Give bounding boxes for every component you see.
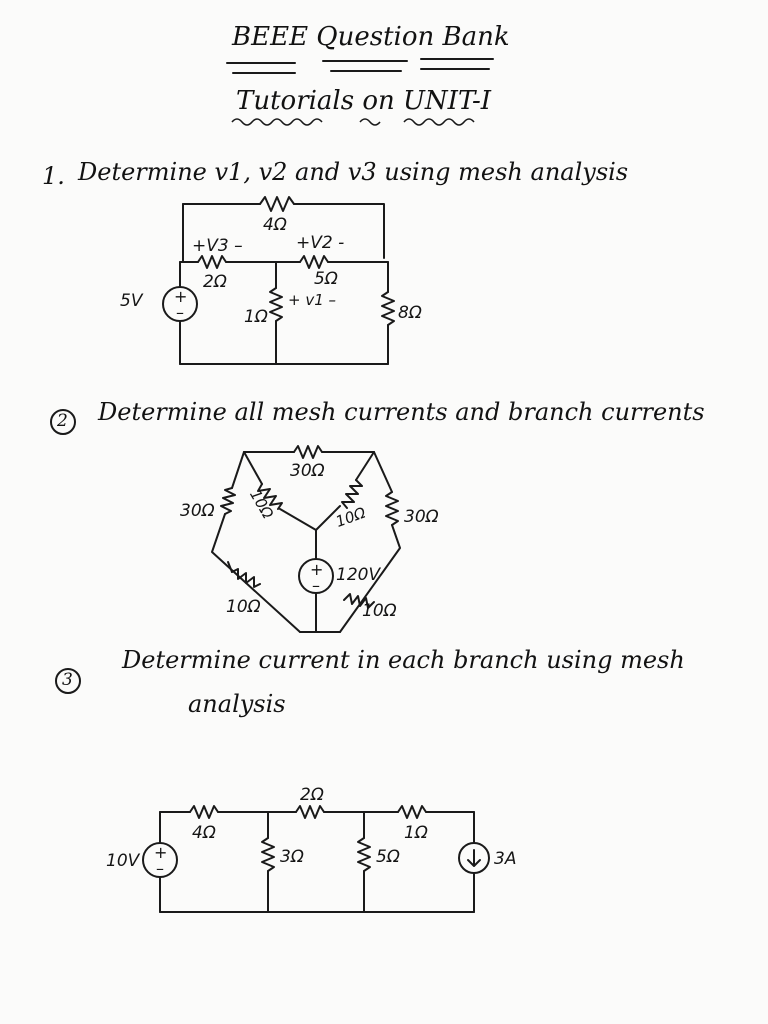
question-2-text: Determine all mesh currents and branch c…	[98, 398, 705, 426]
q1-label-v1: + v1 –	[288, 291, 336, 309]
question-2-number: 2	[57, 411, 68, 431]
title-underline-3	[420, 58, 494, 60]
q2-source-minus: –	[312, 576, 320, 595]
question-1-text: Determine v1, v2 and v3 using mesh analy…	[78, 158, 629, 186]
q1-source-minus: –	[176, 303, 184, 322]
q2-label-source: 120V	[336, 565, 381, 585]
q3-label-1ohm: 1Ω	[404, 823, 428, 843]
q2-label-bottom-right: 10Ω	[362, 601, 397, 621]
q2-label-right: 30Ω	[404, 507, 439, 527]
page-title: BEEE Question Bank	[232, 22, 510, 52]
page-subtitle: Tutorials on UNIT-I	[236, 86, 491, 116]
q3-source-minus: –	[156, 859, 164, 878]
q3-label-5ohm: 5Ω	[376, 847, 400, 867]
title-underline-4	[232, 72, 296, 74]
q1-label-8ohm: 8Ω	[398, 303, 422, 323]
q1-source-plus: +	[174, 287, 187, 306]
q3-label-3a: 3A	[494, 849, 516, 869]
title-underline-5	[330, 70, 402, 72]
q1-label-2ohm: 2Ω	[203, 272, 227, 292]
q3-source-plus: +	[154, 843, 167, 862]
q2-label-left: 30Ω	[180, 501, 215, 521]
q1-label-4ohm: 4Ω	[263, 215, 287, 235]
question-3-text-continued: analysis	[188, 690, 286, 718]
q3-label-10v: 10V	[106, 851, 141, 871]
q3-label-3ohm: 3Ω	[280, 847, 304, 867]
q1-label-v3: +V3 –	[192, 236, 243, 256]
q1-label-5ohm: 5Ω	[314, 269, 338, 289]
q3-label-2ohm: 2Ω	[300, 785, 324, 805]
title-underline-1	[226, 62, 296, 64]
question-1-number: 1.	[42, 162, 65, 190]
q1-label-v2: +V2 -	[296, 233, 344, 253]
q1-label-1ohm: 1Ω	[244, 307, 268, 327]
title-underline-6	[420, 68, 490, 70]
q2-label-top: 30Ω	[290, 461, 325, 481]
q2-label-bottom-left: 10Ω	[226, 597, 261, 617]
title-underline-2	[322, 60, 408, 62]
q2-source-plus: +	[310, 560, 323, 579]
question-3-number: 3	[62, 670, 73, 690]
q3-label-4ohm: 4Ω	[192, 823, 216, 843]
subtitle-wavy-underline	[231, 118, 475, 126]
question-3-text: Determine current in each branch using m…	[122, 646, 685, 674]
q1-label-source: 5V	[120, 291, 144, 311]
